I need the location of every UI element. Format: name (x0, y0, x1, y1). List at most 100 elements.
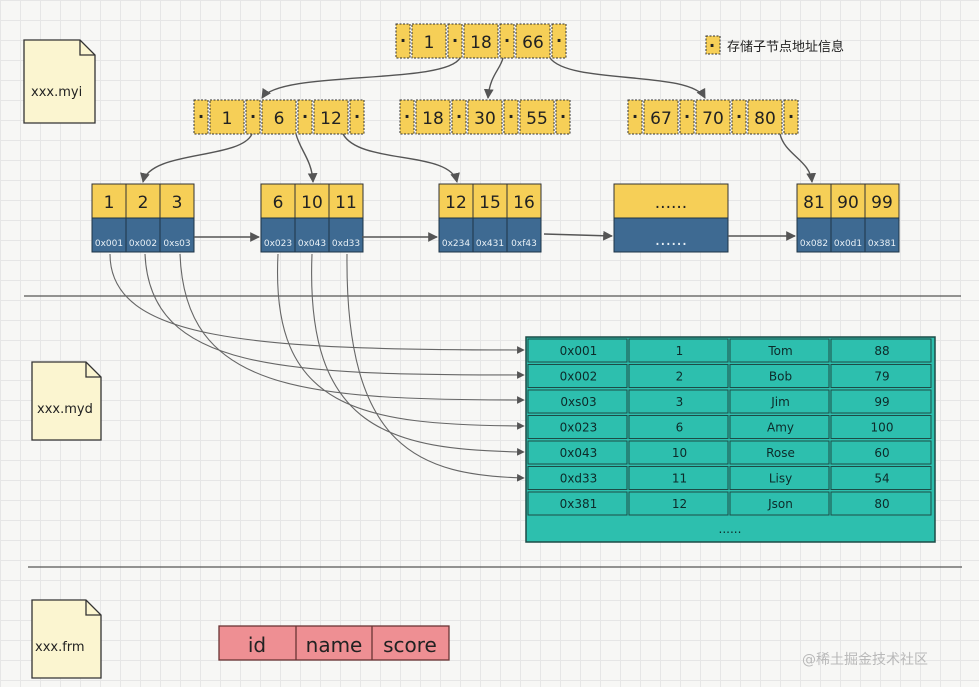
table-cell-bg (729, 389, 830, 414)
table-cell-bg (830, 389, 932, 414)
legend-marker: · (709, 36, 715, 55)
table-cell: Json (767, 497, 793, 511)
table-cell-bg (830, 440, 932, 465)
leaf-key-cell (864, 183, 900, 219)
node-key: 18 (422, 109, 444, 129)
leaf-address: ...... (655, 230, 687, 250)
pointer-dot: · (302, 107, 308, 126)
pointer-dot: · (404, 107, 410, 126)
pointer-dot: · (250, 107, 256, 126)
table-cell-bg (729, 415, 830, 439)
table-cell-bg (628, 364, 729, 388)
pointer-0x023 (276, 253, 525, 430)
pointer-slot (551, 23, 567, 59)
data-pointer-curves (109, 253, 525, 482)
table-cell: 2 (676, 370, 684, 384)
pointer-slot (395, 23, 411, 59)
pointer-slot (297, 99, 313, 135)
leaf-key: 16 (513, 193, 535, 213)
leaf-key-cell (613, 183, 729, 219)
pointer-dot: · (788, 107, 794, 126)
table-cell-bg (830, 415, 932, 439)
leaf-key: 6 (273, 193, 284, 213)
leaf-link-3 (543, 230, 613, 241)
key-slot (695, 99, 731, 135)
pointer-slot (447, 23, 463, 59)
frm-column-id: id (248, 633, 266, 657)
pointer-dot: · (504, 31, 510, 50)
table-cell-bg (729, 440, 830, 465)
file-label-myi: xxx.myi (31, 85, 82, 100)
key-slot (209, 99, 245, 135)
leaf-address: 0x043 (298, 239, 326, 249)
edge-l2a-to-leaf3 (342, 133, 460, 183)
table-cell: Bob (769, 370, 792, 384)
table-cell: 0x001 (560, 344, 598, 358)
table-cell-bg (527, 491, 628, 516)
edge-l2a-to-leaf1 (140, 133, 253, 183)
pointer-dot: · (736, 107, 742, 126)
edge-l2a-to-leaf2 (295, 133, 318, 183)
key-slot (411, 23, 447, 59)
node-key: 30 (474, 109, 496, 129)
leaf-addr-cell (91, 217, 127, 253)
table-cell: 3 (676, 395, 684, 409)
table-cell: 0x023 (560, 421, 598, 435)
leaf-addr-cell (328, 217, 364, 253)
file-label-myd: xxx.myd (37, 402, 93, 417)
pointer-dot: · (684, 107, 690, 126)
table-cell-bg (628, 389, 729, 414)
leaf-addr-cell (796, 217, 832, 253)
edge-l2c-to-leaf5 (779, 133, 817, 183)
table-cell: 79 (874, 370, 889, 384)
table-cell-bg (527, 338, 628, 363)
leaf-key: 15 (479, 193, 501, 213)
leaf-key-cell (796, 183, 832, 219)
pointer-dot: · (632, 107, 638, 126)
legend: · 存储子节点地址信息 (705, 35, 844, 55)
table-cell-bg (628, 415, 729, 439)
table-cell: 1 (676, 344, 684, 358)
leaf-addr-cell (260, 217, 296, 253)
leaf-addr-cell (830, 217, 866, 253)
leaf-key: 3 (172, 193, 183, 213)
leaf-addr-cell (294, 217, 330, 253)
table-cell-bg (729, 338, 830, 363)
leaf-key: ...... (655, 193, 687, 213)
leaf-addr-cell (506, 217, 542, 253)
leaf-key-cell (125, 183, 161, 219)
leaf-key-cell (472, 183, 508, 219)
pointer-dot: · (508, 107, 514, 126)
table-cell: 60 (874, 446, 889, 460)
node-key: 70 (702, 109, 724, 129)
leaf-key: 2 (138, 193, 149, 213)
table-cell-bg (729, 466, 830, 490)
table-cell-bg (527, 440, 628, 465)
leaf-key: 11 (335, 193, 357, 213)
leaf-address: 0x002 (129, 239, 157, 249)
node-key: 67 (650, 109, 672, 129)
pointer-dot: · (354, 107, 360, 126)
table-cell-bg (527, 415, 628, 439)
file-label-frm: xxx.frm (35, 640, 85, 655)
data-table-ellipsis: ...... (719, 522, 742, 536)
pointer-slot (499, 23, 515, 59)
leaf-addr-cell (159, 217, 195, 253)
table-cell: Lisy (769, 472, 792, 486)
node-key: 55 (526, 109, 548, 129)
table-cell: 99 (874, 395, 889, 409)
table-cell-bg (830, 466, 932, 490)
leaf-key-cell (328, 183, 364, 219)
leaf-node-4: ............ (613, 183, 729, 253)
pointer-dot: · (452, 31, 458, 50)
pointer-slot (349, 99, 365, 135)
table-cell-bg (628, 466, 729, 490)
node-key: 12 (320, 109, 342, 129)
key-slot (515, 23, 551, 59)
pointer-slot (245, 99, 261, 135)
table-cell-bg (527, 389, 628, 414)
